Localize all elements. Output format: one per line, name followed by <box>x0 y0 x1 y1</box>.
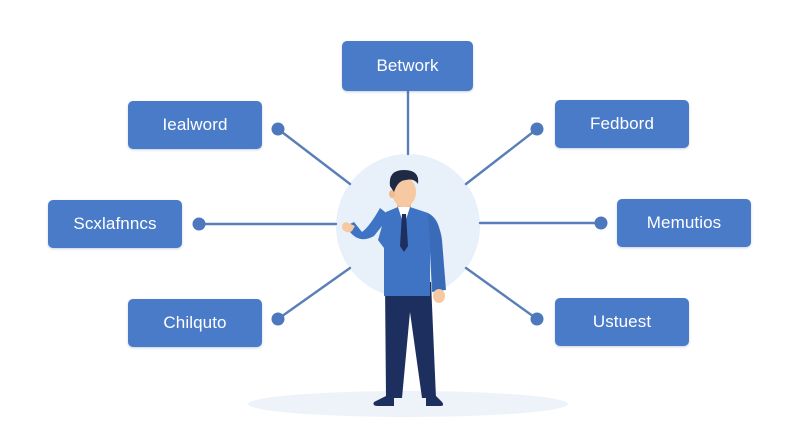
dot-top-right <box>530 122 544 136</box>
businessman-figure <box>342 170 446 406</box>
node-top-left: Iealword <box>128 101 262 149</box>
connector-bottom-right <box>464 266 539 321</box>
dot-middle-left <box>192 217 206 231</box>
jacket <box>378 207 444 296</box>
connector-top-left <box>276 127 352 186</box>
hanging-arm <box>428 214 446 291</box>
connector-top-right <box>464 127 539 186</box>
dot-top-left <box>271 122 285 136</box>
node-middle-right: Memutios <box>617 199 751 247</box>
hair <box>389 170 419 192</box>
dot-bottom-left <box>271 312 285 326</box>
node-middle-left: Scxlafnncs <box>48 200 182 248</box>
tie <box>400 214 408 252</box>
head <box>392 177 416 207</box>
raised-hand <box>342 222 355 233</box>
node-top: Betwork <box>342 41 473 91</box>
connectors <box>197 89 603 321</box>
connector-bottom-left <box>276 266 352 321</box>
ground-shadow <box>248 391 568 417</box>
dot-bottom-right <box>530 312 544 326</box>
trousers <box>385 282 436 398</box>
left-shoe <box>373 396 394 406</box>
connector-dots <box>192 122 608 326</box>
raised-arm <box>346 208 390 240</box>
right-shoe <box>426 396 444 406</box>
dot-middle-right <box>594 216 608 230</box>
hanging-hand <box>433 289 445 303</box>
node-bottom-left: Chilquto <box>128 299 262 347</box>
node-top-right: Fedbord <box>555 100 689 148</box>
ear <box>389 190 395 198</box>
node-bottom-right: Ustuest <box>555 298 689 346</box>
